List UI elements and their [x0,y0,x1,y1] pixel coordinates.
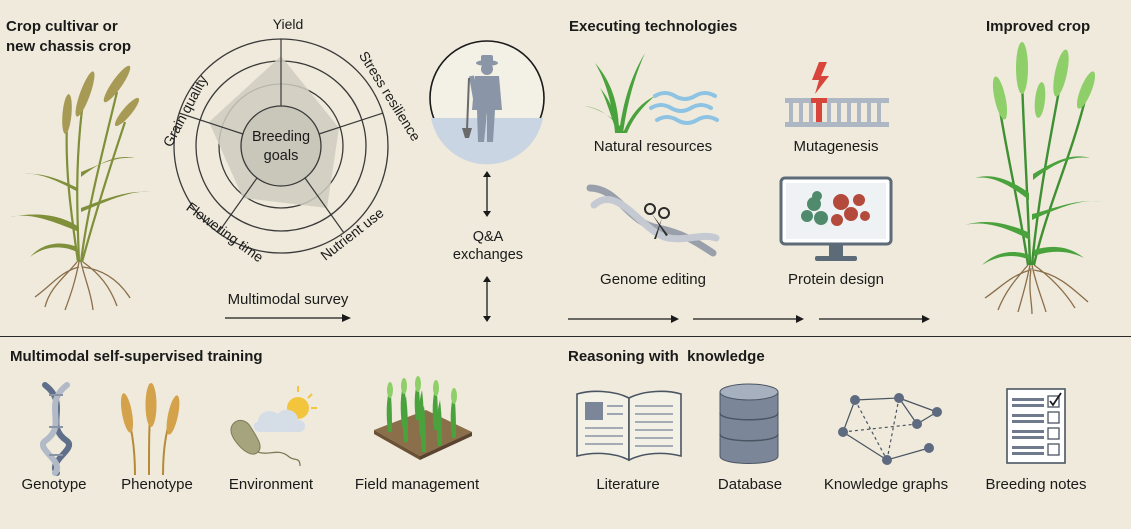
radar-axis-yield: Yield [272,16,304,32]
improved-crop-heading: Improved crop [986,18,1091,35]
improved-crop-illustration [965,42,1102,315]
tech-label-protein-design: Protein design [788,271,884,288]
literature-icon [576,390,682,462]
phenotype-icon [120,383,180,476]
genome-editing-icon [586,184,720,257]
database-icon [719,383,779,464]
training-label-phenotype: Phenotype [121,476,193,493]
radar-center-circle [240,105,322,187]
radar-center-label: Breeding goals [251,129,311,164]
crop-cultivar-heading: Crop cultivar or new chassis crop [6,18,132,55]
breeding-notes-icon [1006,388,1066,464]
natural-resources-icon [585,53,719,133]
reasoning-label-database: Database [717,476,783,493]
wheat-plant-illustration [10,65,150,311]
tech-label-mutagenesis: Mutagenesis [793,138,879,155]
environment-icon [230,386,317,467]
reasoning-label-breeding-notes: Breeding notes [985,476,1087,493]
multimodal-survey-label: Multimodal survey [227,291,349,308]
executing-technologies-heading: Executing technologies [569,18,738,35]
reasoning-label-literature: Literature [596,476,660,493]
training-label-environment: Environment [228,476,314,493]
execution-arrows [568,315,930,323]
breeding-goals-radar [173,38,389,254]
farmer-icon [429,40,545,165]
field-management-icon [374,376,472,460]
training-label-genotype: Genotype [21,476,87,493]
qa-arrow-down [483,276,491,322]
tech-label-genome-editing: Genome editing [600,271,706,288]
protein-design-icon [779,176,893,261]
knowledge-graph-icon [838,393,942,465]
qa-arrow-up [483,171,491,217]
training-label-field-management: Field management [354,476,480,493]
mutagenesis-icon [785,62,889,127]
genotype-icon [39,382,73,476]
training-heading: Multimodal self-supervised training [10,348,263,365]
reasoning-heading: Reasoning with knowledge [568,348,765,365]
survey-arrow [225,314,351,322]
qa-exchanges-label: Q&A exchanges [452,229,524,263]
tech-label-natural-resources: Natural resources [593,138,713,155]
reasoning-label-knowledge-graphs: Knowledge graphs [823,476,949,493]
section-divider [0,336,1131,337]
